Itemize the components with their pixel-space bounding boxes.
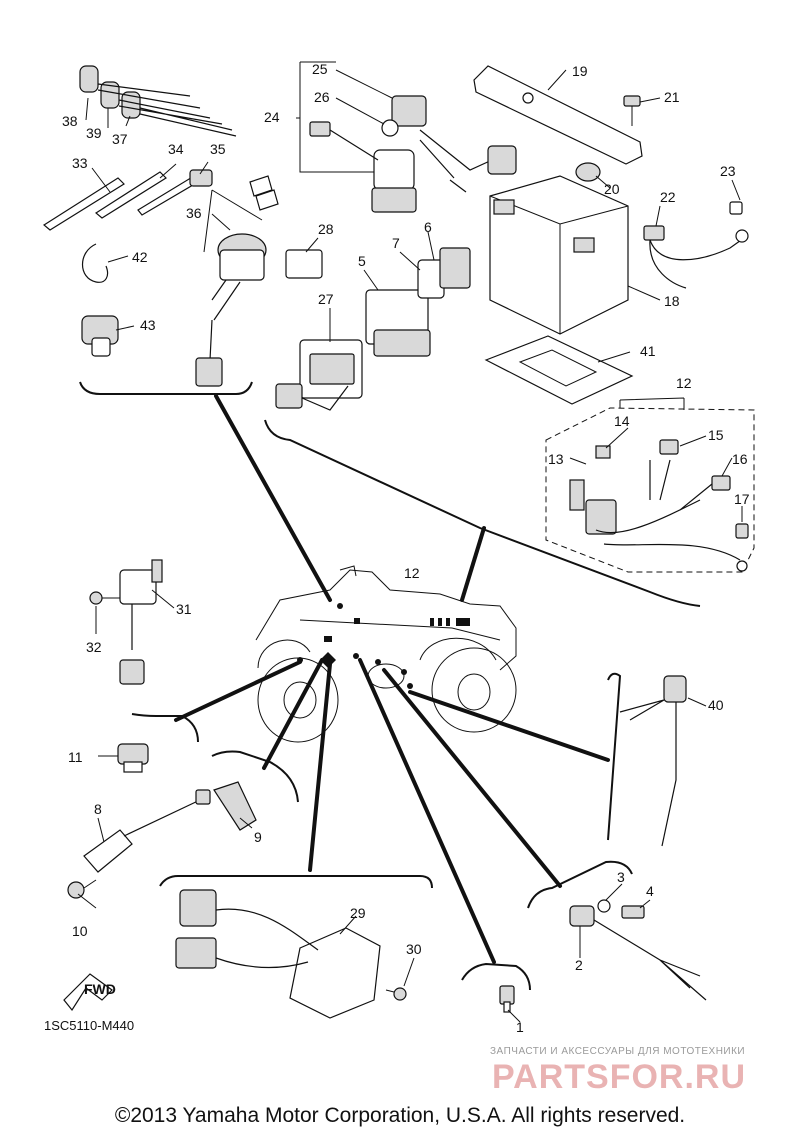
callout-25: 25 [312, 61, 328, 77]
callout-20: 20 [604, 181, 620, 197]
switch-40 [619, 675, 687, 847]
leader-lines [174, 394, 610, 964]
callout-6: 6 [424, 219, 432, 235]
callout-36: 36 [186, 205, 202, 221]
callout-13: 13 [548, 451, 564, 467]
bolt-30 [385, 987, 407, 1001]
battery-band-19 [473, 65, 643, 182]
callout-7: 7 [392, 235, 400, 251]
starter-relay-24 [296, 61, 517, 213]
callout-10: 10 [72, 923, 88, 939]
callout-42: 42 [132, 249, 148, 265]
callout-31: 31 [176, 601, 192, 617]
wire-connector-group [79, 65, 237, 137]
cable-ties [42, 169, 213, 231]
callout-21: 21 [664, 89, 680, 105]
bolt-21 [623, 95, 641, 126]
callout-43: 43 [140, 317, 156, 333]
battery-lead-22 [643, 201, 749, 289]
bolt-4 [621, 905, 645, 919]
diagram-code: 1SC5110-M440 [44, 1018, 135, 1033]
holder-43 [81, 315, 119, 357]
battery-cover-41 [484, 335, 634, 405]
wire-harness-12-detail [545, 397, 755, 573]
copyright-notice: ©2013 Yamaha Motor Corporation, U.S.A. A… [114, 1104, 686, 1127]
callout-labels: 1 2 3 4 5 6 7 8 9 10 11 12 13 14 15 16 1… [62, 61, 750, 1035]
callout-9: 9 [254, 829, 262, 845]
callout-3: 3 [617, 869, 625, 885]
callout-5: 5 [358, 253, 366, 269]
callout-8: 8 [94, 801, 102, 817]
callout-35: 35 [210, 141, 226, 157]
callout-12-harness: 12 [676, 375, 692, 391]
callout-22: 22 [660, 189, 676, 205]
callout-34: 34 [168, 141, 184, 157]
callout-39: 39 [86, 125, 102, 141]
clamp-42 [82, 243, 109, 283]
cdi-unit-27 [275, 339, 363, 411]
callout-30: 30 [406, 941, 422, 957]
callout-16: 16 [732, 451, 748, 467]
callout-37: 37 [112, 131, 128, 147]
callout-1: 1 [516, 1019, 524, 1035]
callout-19: 19 [572, 63, 588, 79]
screw-32 [89, 591, 120, 605]
washer-3 [597, 899, 611, 913]
cap-9 [213, 781, 257, 831]
fwd-label: FWD [84, 981, 116, 997]
callout-40: 40 [708, 697, 724, 713]
callout-4: 4 [646, 883, 654, 899]
callout-15: 15 [708, 427, 724, 443]
relay-5-6-7 [365, 247, 471, 357]
watermark-tagline: ЗАПЧАСТИ И АКСЕССУАРЫ ДЛЯ МОТОТЕХНИКИ [490, 1046, 746, 1057]
callout-28: 28 [318, 221, 334, 237]
callout-38: 38 [62, 113, 78, 129]
relay-28 [285, 249, 323, 279]
callout-26: 26 [314, 89, 330, 105]
callout-14: 14 [614, 413, 630, 429]
main-switch-36 [195, 175, 279, 387]
battery-18 [489, 175, 629, 335]
callout-32: 32 [86, 639, 102, 655]
callout-11: 11 [68, 749, 83, 765]
sensor-2 [569, 905, 707, 1001]
callout-33: 33 [72, 155, 88, 171]
sensor-1 [499, 985, 515, 1013]
callout-41: 41 [640, 343, 656, 359]
callout-12-center: 12 [404, 565, 420, 581]
callout-2: 2 [575, 957, 583, 973]
callout-23: 23 [720, 163, 736, 179]
flasher-relay-31 [119, 559, 163, 685]
callout-leaders [77, 69, 743, 1023]
callout-27: 27 [318, 291, 334, 307]
callout-17: 17 [734, 491, 750, 507]
watermark-logo: PARTSFOR.RU [492, 1058, 747, 1096]
callout-29: 29 [350, 905, 366, 921]
sensor-8 [83, 789, 211, 873]
switch-11 [117, 743, 149, 773]
callout-24: 24 [264, 109, 280, 125]
fwd-arrow: FWD [63, 973, 116, 1012]
bolt-10 [67, 879, 97, 899]
callout-18: 18 [664, 293, 680, 309]
rectifier-regulator-29 [175, 889, 381, 1019]
